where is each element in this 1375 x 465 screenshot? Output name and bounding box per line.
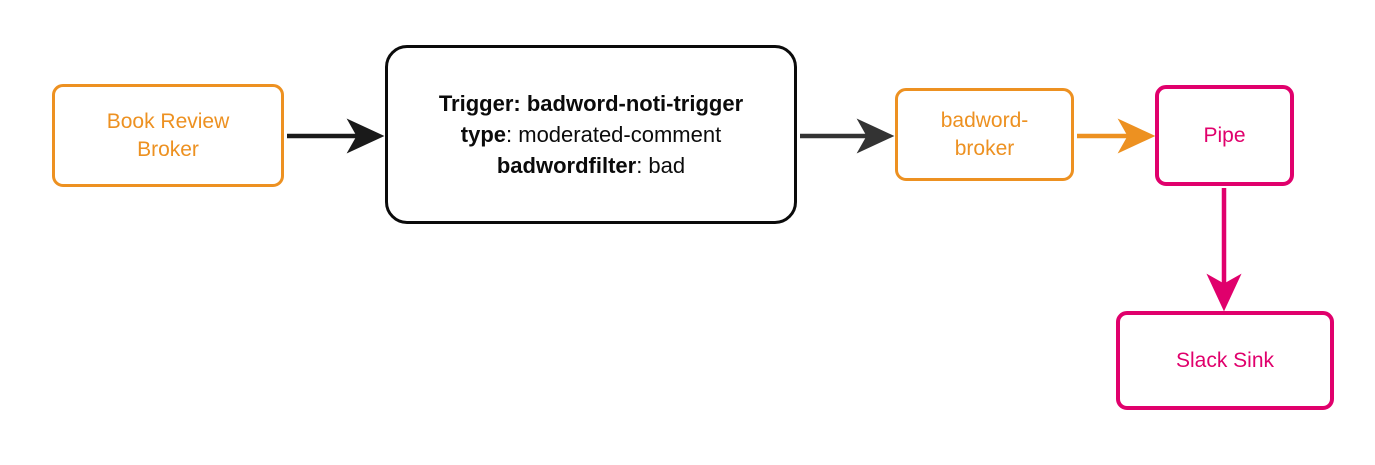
node-trigger[interactable]: Trigger: badword-noti-trigger type: mode… xyxy=(385,45,797,224)
label-line-1: badword- xyxy=(940,108,1029,132)
node-book-review-broker[interactable]: Book Review Broker xyxy=(52,84,284,187)
trigger-badwordfilter-key: badwordfilter xyxy=(496,153,637,179)
label-line-2: broker xyxy=(954,136,1015,160)
node-trigger-label: Trigger: badword-noti-trigger type: mode… xyxy=(388,88,794,181)
node-pipe-label: Pipe xyxy=(1203,123,1246,147)
node-slack-sink-label: Slack Sink xyxy=(1175,348,1275,372)
node-badword-broker-label: badword- broker xyxy=(941,107,1029,162)
label-line-2: Broker xyxy=(137,137,199,161)
trigger-line-badwordfilter: badwordfilter: bad xyxy=(388,150,794,181)
trigger-badwordfilter-value: : bad xyxy=(636,153,686,179)
node-pipe[interactable]: Pipe xyxy=(1155,85,1294,186)
label-line-1: Book Review xyxy=(106,109,230,133)
node-badword-broker[interactable]: badword- broker xyxy=(895,88,1074,181)
node-slack-sink[interactable]: Slack Sink xyxy=(1116,311,1334,410)
trigger-line-name: Trigger: badword-noti-trigger xyxy=(438,90,744,116)
trigger-line-type: type: moderated-comment xyxy=(388,119,794,150)
node-book-review-broker-label: Book Review Broker xyxy=(107,108,230,163)
trigger-type-value: : moderated-comment xyxy=(506,121,722,147)
trigger-type-key: type xyxy=(460,121,507,147)
